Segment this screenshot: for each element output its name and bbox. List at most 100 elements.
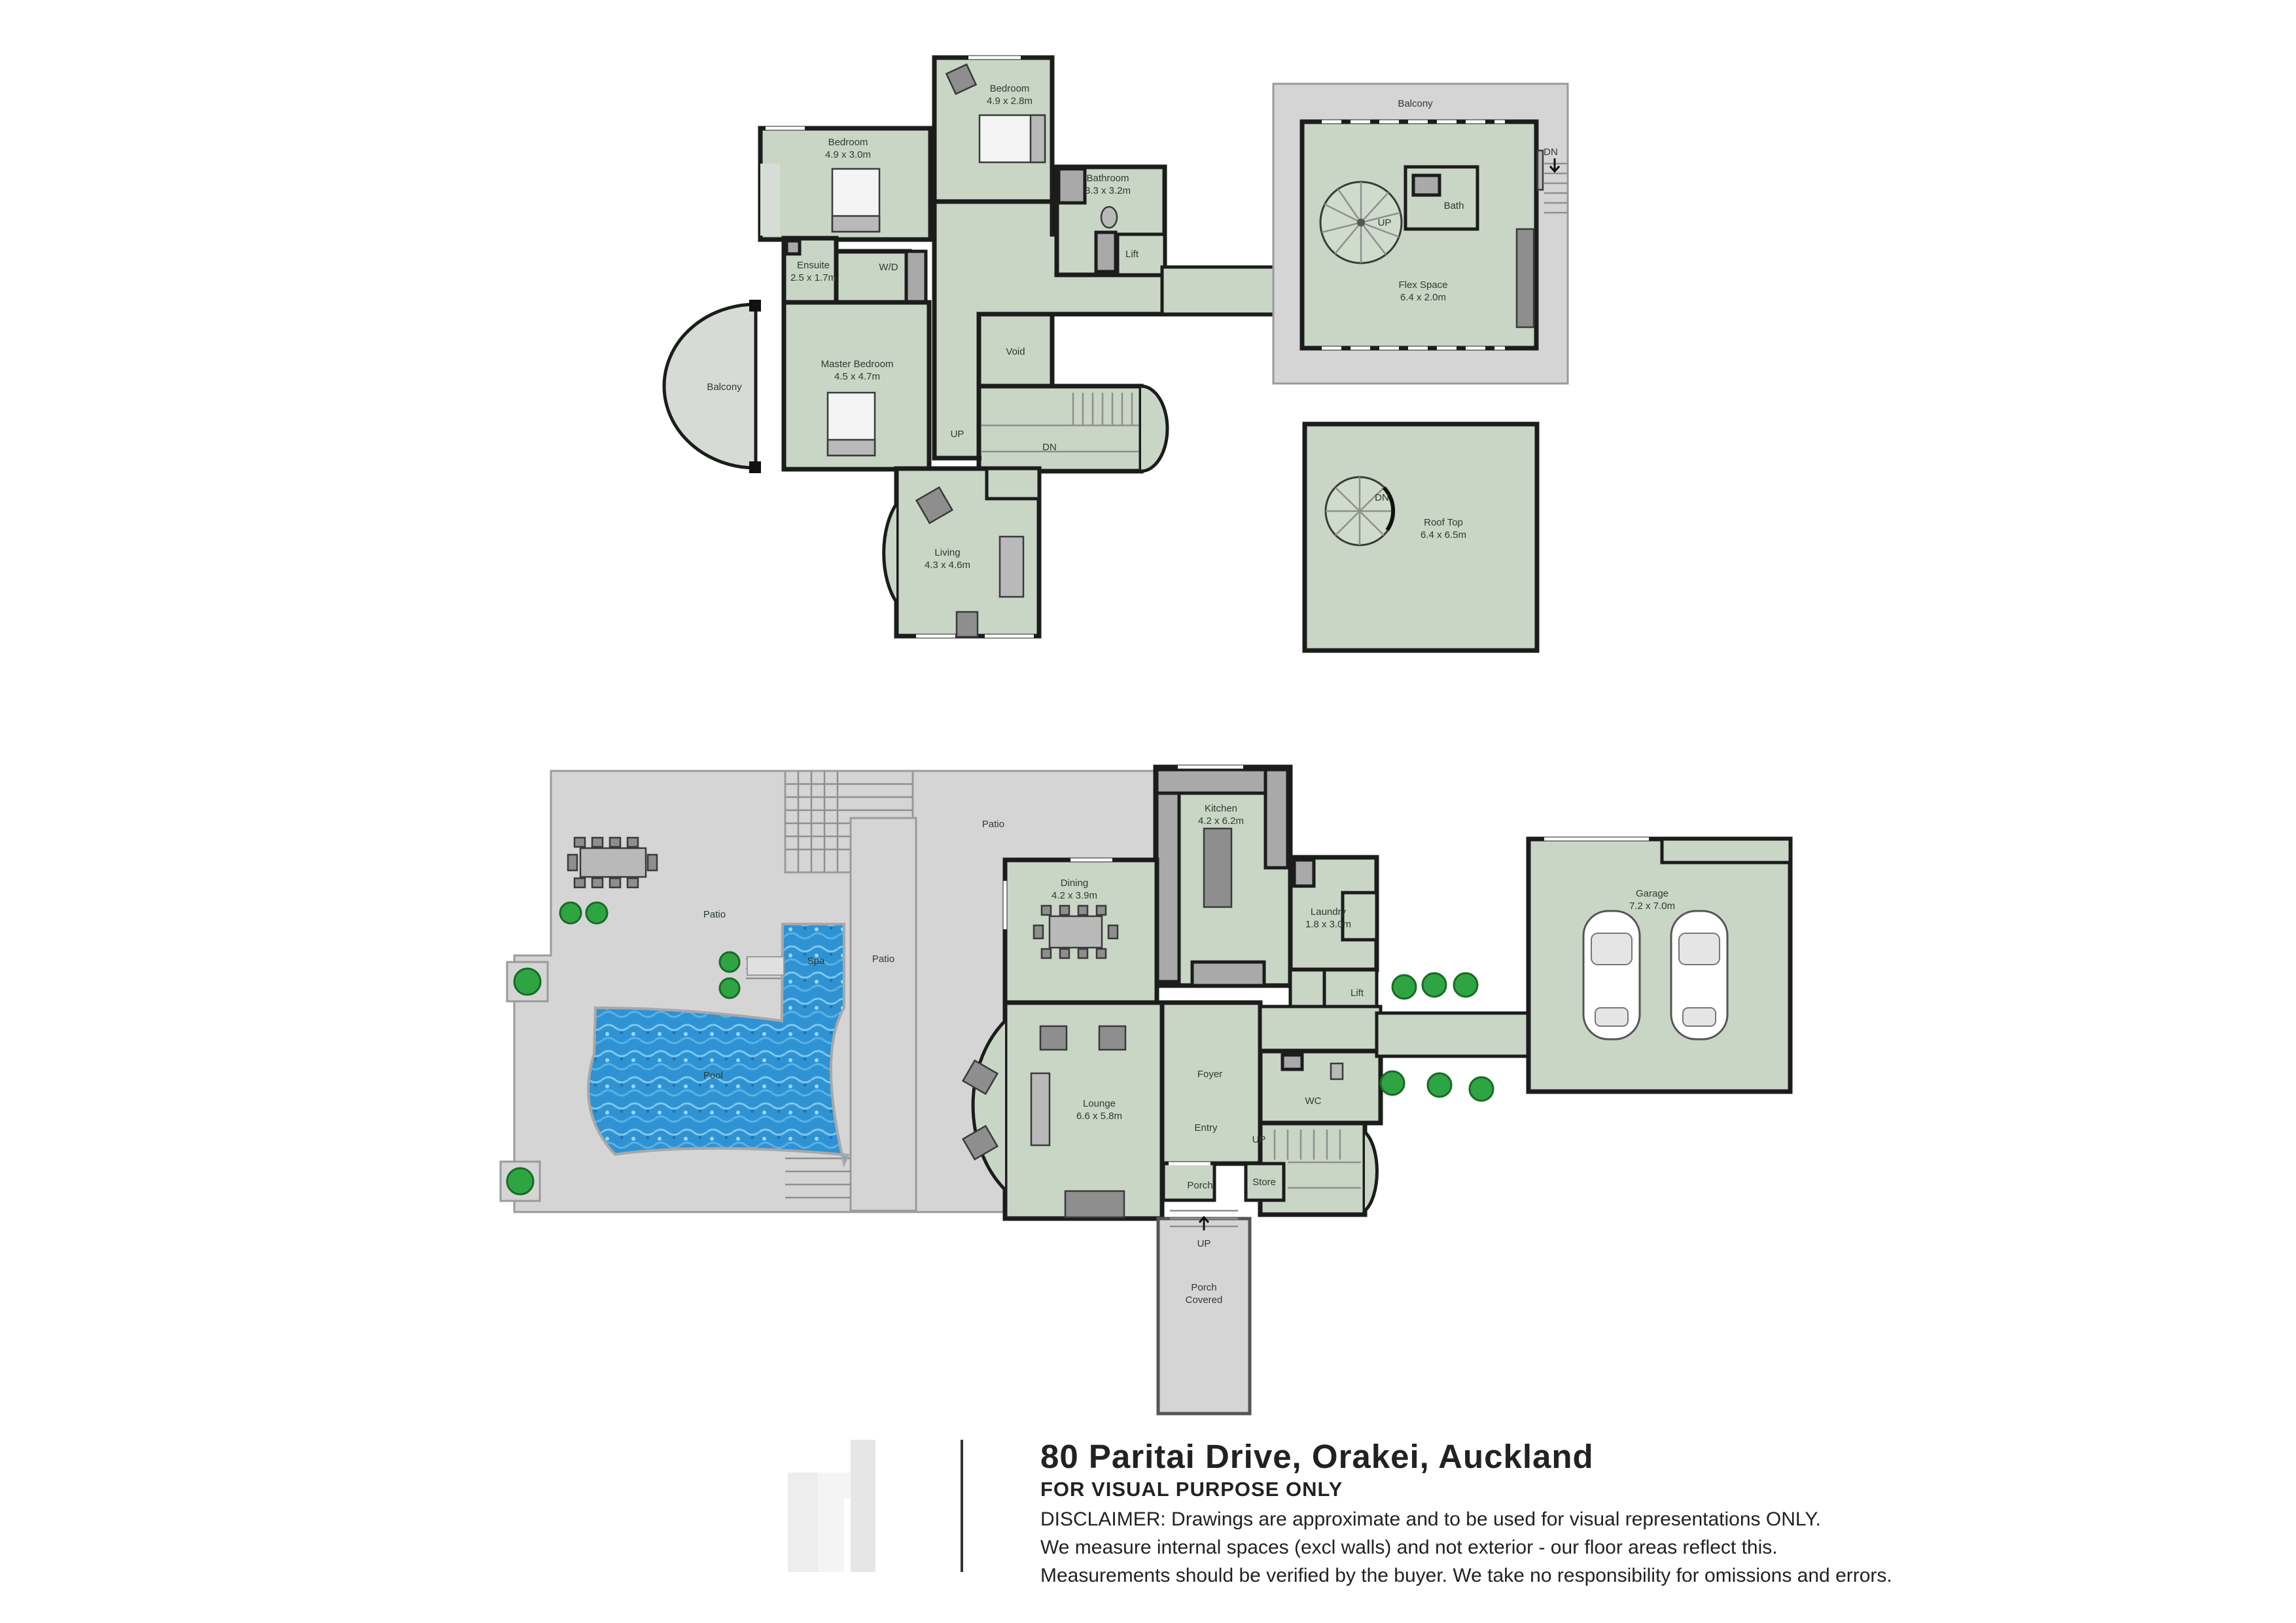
size-roof-top: 6.4 x 6.5m [1421,529,1466,541]
label-dining: Dining [1061,878,1089,889]
label-lift-ground: Lift [1351,988,1364,999]
tree-icon [718,951,741,973]
tree-icon [585,901,609,925]
tree-icon [1468,1076,1494,1102]
label-master-bedroom: Master Bedroom [821,359,894,370]
room-lift [1116,232,1167,277]
room-wd [834,249,912,305]
upper-floor [662,55,1569,653]
label-spa: Spa [807,955,825,967]
plan-legend: 80 Paritai Drive, Orakei, Auckland FOR V… [1040,1437,2087,1590]
marker-up-stair: UP [951,429,964,440]
sofa-icon [1030,1072,1051,1147]
stair-upper [976,383,1144,474]
armchair-icon [961,1059,999,1096]
label-wd: W/D [879,262,898,273]
label-bathroom: Bathroom [1086,173,1129,184]
size-lounge: 6.6 x 5.8m [1076,1111,1122,1122]
label-balcony-north: Balcony [1398,98,1433,109]
outdoor-table-icon [579,847,647,878]
room-bath [1404,165,1479,231]
tree-icon [1421,972,1447,998]
room-foyer [1159,1000,1263,1166]
label-garage: Garage [1636,888,1669,899]
kitchen-island-icon [1203,827,1233,908]
size-living: 4.3 x 4.6m [925,560,970,571]
tree-icon [1453,972,1479,998]
label-porch-covered-1: Porch [1191,1282,1216,1293]
label-wc: WC [1305,1096,1322,1107]
armchair-icon [915,486,954,525]
label-patio-north: Patio [982,819,1004,830]
marker-up-porch: UP [1197,1238,1211,1249]
disclaimer-line-3: Measurements should be verified by the b… [1040,1565,1892,1586]
size-ensuite: 2.5 x 1.7m [790,272,836,283]
size-kitchen: 4.2 x 6.2m [1198,815,1244,827]
size-bathroom: 3.3 x 3.2m [1085,185,1131,196]
marker-up-spiral: UP [1378,217,1392,228]
tree-icon [559,901,582,925]
tree-icon [506,1167,535,1196]
car-icon [1670,910,1729,1041]
tree-icon [718,977,741,999]
size-master-bedroom: 4.5 x 4.7m [834,371,880,382]
armchair-icon [945,63,978,96]
armchair-icon [1098,1025,1127,1051]
ground-floor-labels: Patio Patio Patio Spa Pool Kitchen 4.2 x… [703,803,1675,1306]
marker-dn-stair: DN [1042,442,1057,453]
label-entry: Entry [1194,1122,1218,1133]
label-roof-top: Roof Top [1424,517,1463,528]
label-porch-covered-2: Covered [1186,1294,1223,1306]
car-icon [1582,910,1641,1041]
label-pool: Pool [703,1070,723,1081]
tree-icon [1391,974,1417,1000]
marker-dn-external: DN [1544,147,1558,158]
marker-dn-roof: DN [1375,492,1389,503]
label-kitchen: Kitchen [1205,803,1237,814]
disclaimer-line-1: DISCLAIMER: Drawings are approximate and… [1040,1508,1821,1530]
disclaimer-line-2: We measure internal spaces (excl walls) … [1040,1537,1778,1558]
label-living: Living [934,547,960,558]
porch-covered [1156,1217,1252,1416]
label-lift-upper: Lift [1125,249,1139,260]
size-laundry: 1.8 x 3.0m [1305,919,1351,930]
armchair-icon [1039,1025,1068,1051]
marker-up-entry: UP [1252,1134,1266,1145]
label-laundry: Laundry [1311,906,1347,918]
label-porch: Porch [1187,1180,1212,1191]
label-patio-west: Patio [703,909,726,920]
ground-floor [499,764,1793,1416]
label-lounge: Lounge [1083,1098,1116,1109]
brand-logo [788,1440,875,1572]
room-wc [1258,1048,1383,1126]
pool [587,923,851,1168]
balcony-west [662,302,758,470]
tree-icon [1379,1070,1405,1096]
size-dining: 4.2 x 3.9m [1051,890,1097,901]
label-foyer: Foyer [1197,1069,1222,1080]
label-bedroom-1: Bedroom [828,137,868,148]
dining-table-icon [1048,915,1103,949]
tree-icon [1426,1072,1453,1098]
armchair-icon [961,1124,999,1161]
label-flex-space: Flex Space [1398,279,1447,291]
label-balcony-west: Balcony [707,382,742,393]
room-porch [1161,1162,1216,1202]
size-bedroom-2: 4.9 x 2.8m [987,96,1033,107]
room-store [1244,1162,1286,1202]
visual-purpose-note: FOR VISUAL PURPOSE ONLY [1040,1478,1343,1501]
size-flex-space: 6.4 x 2.0m [1400,292,1446,303]
sofa-icon [998,535,1025,598]
upper-floor-labels: Bedroom 4.9 x 2.8m Bedroom 4.9 x 3.0m Ba… [707,83,1558,571]
size-garage: 7.2 x 7.0m [1629,901,1675,912]
size-bedroom-1: 4.9 x 3.0m [825,149,871,160]
label-patio-middle: Patio [872,954,894,965]
label-bath: Bath [1444,200,1464,211]
label-ensuite: Ensuite [797,260,830,271]
room-garage [1526,836,1793,1094]
label-void: Void [1006,346,1025,357]
property-address: 80 Paritai Drive, Orakei, Auckland [1040,1438,1594,1475]
tree-icon [513,967,542,996]
label-bedroom-2: Bedroom [990,83,1030,94]
